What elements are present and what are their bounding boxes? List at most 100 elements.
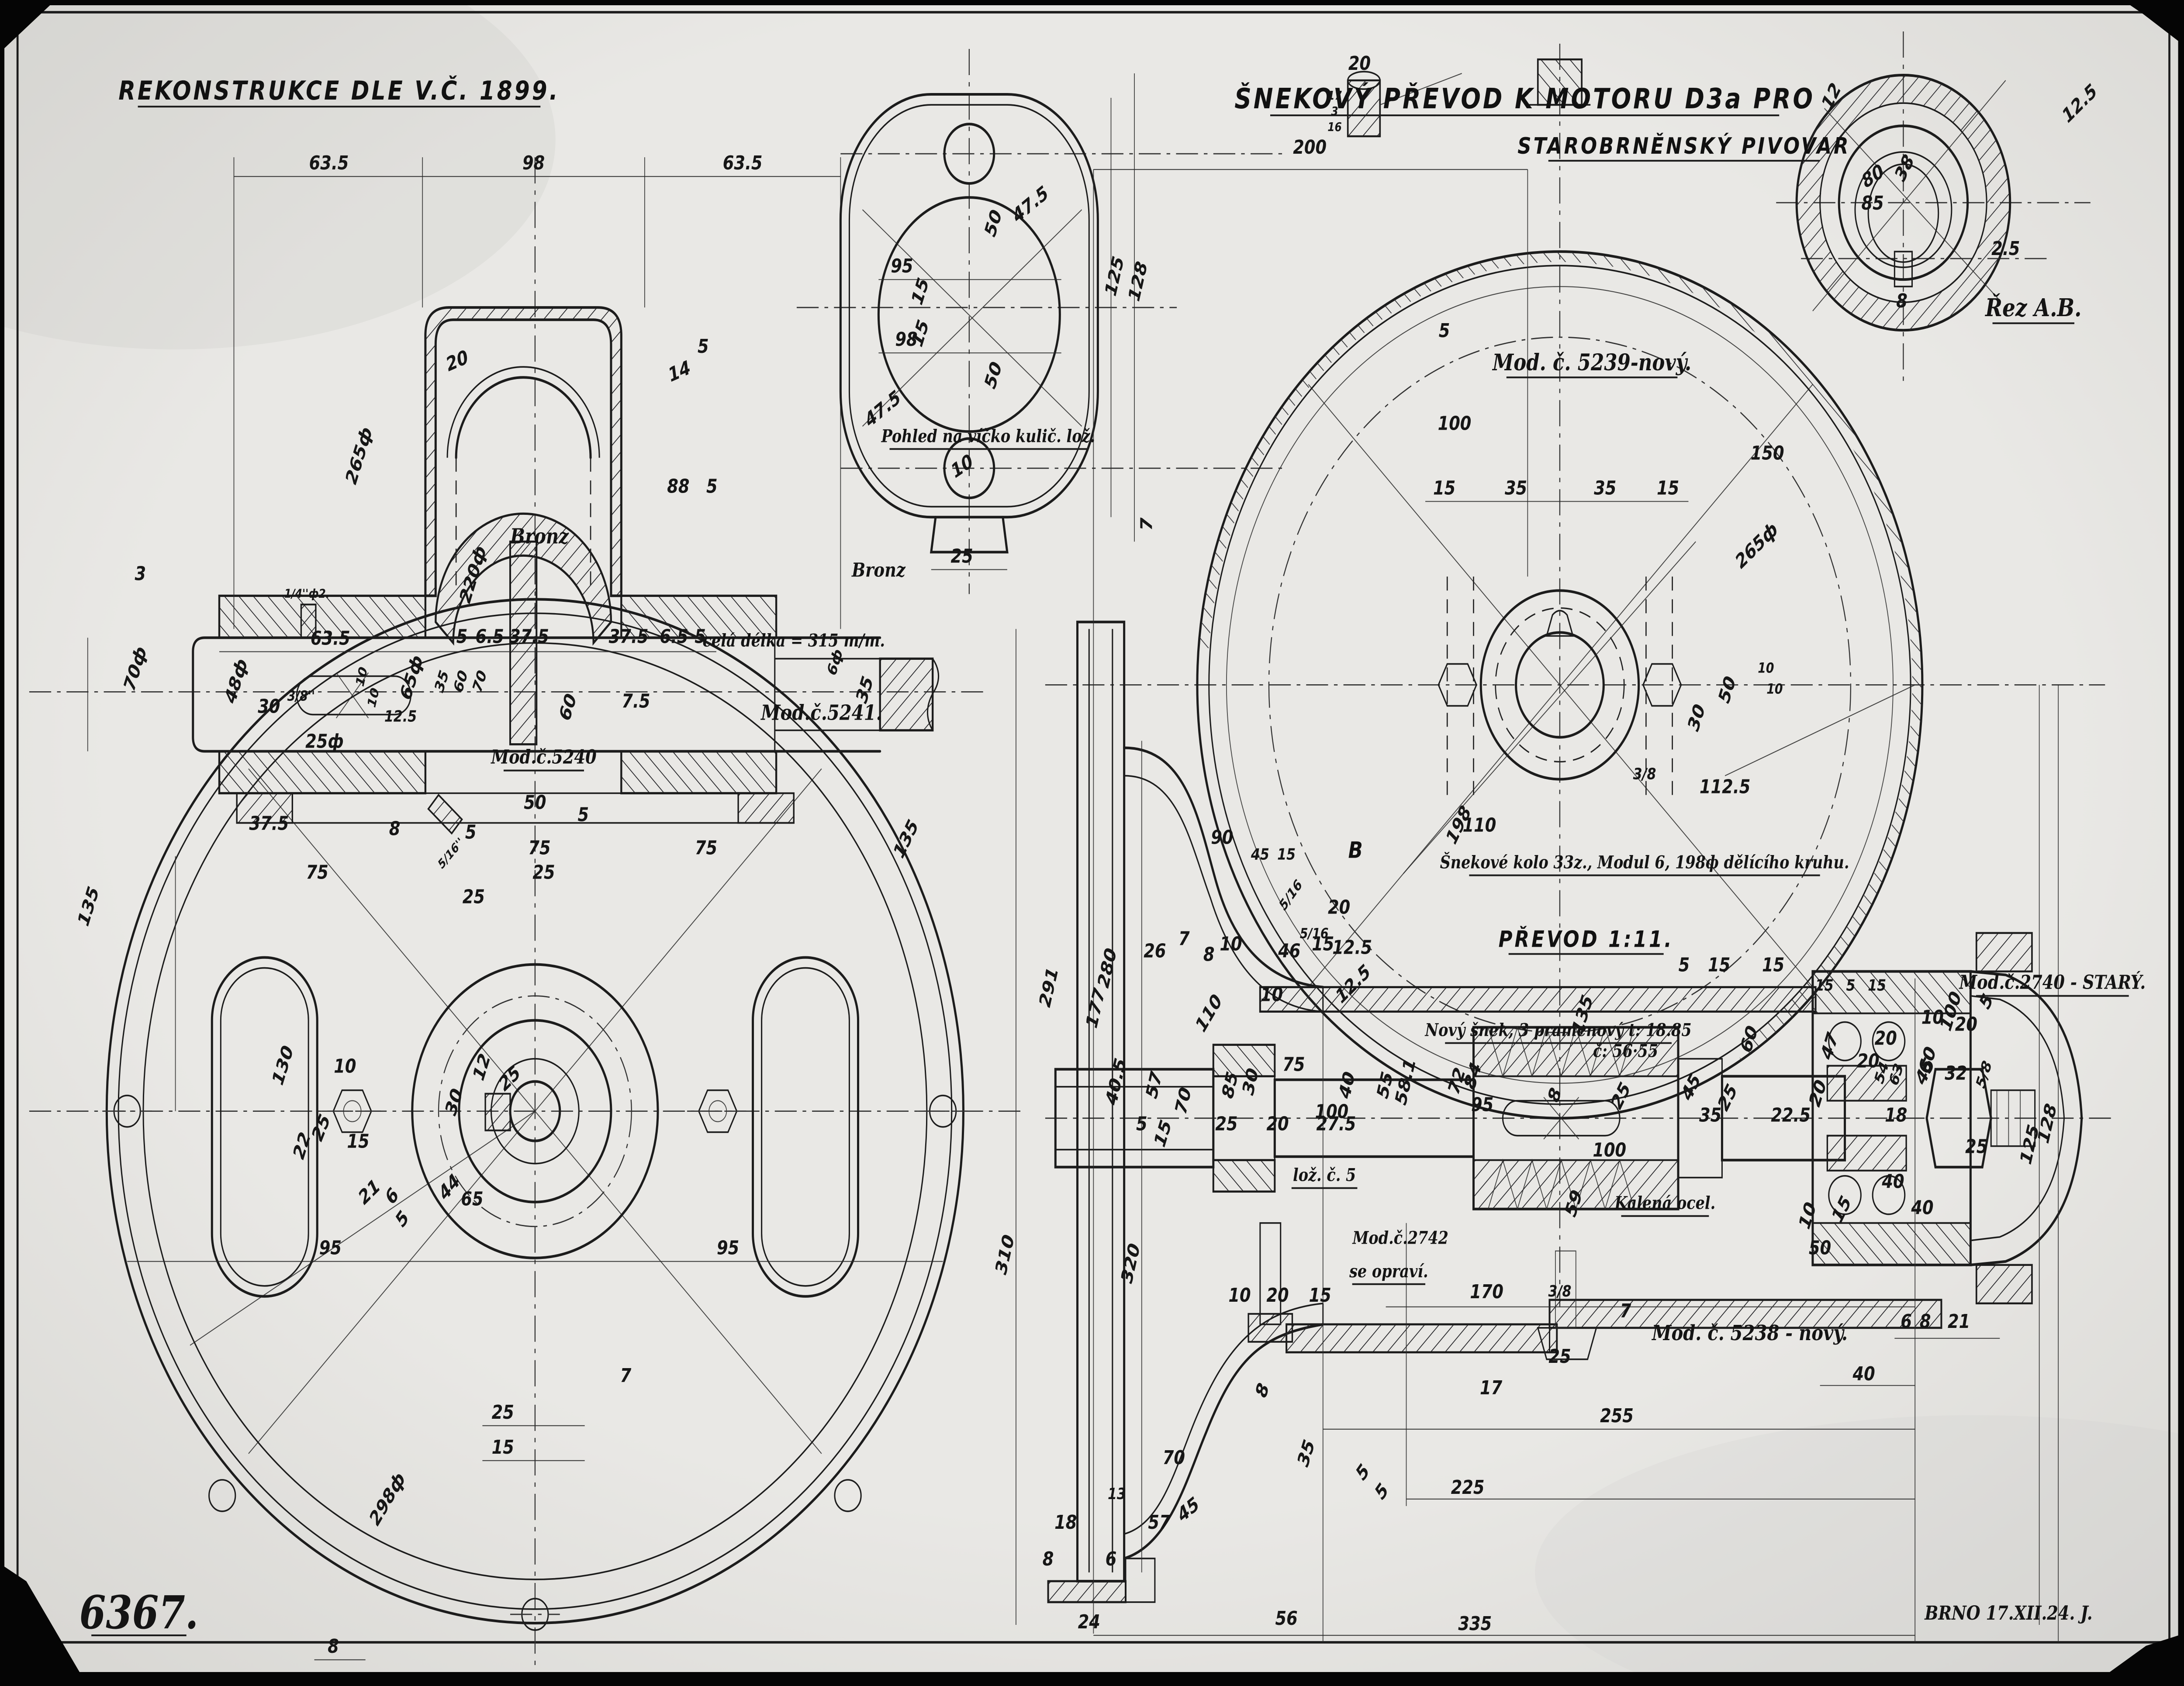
svg-text:6367.: 6367. xyxy=(79,1586,198,1639)
svg-text:Bronz: Bronz xyxy=(509,524,569,548)
svg-text:8: 8 xyxy=(1920,1310,1931,1333)
dimension-label: 6.5 xyxy=(476,625,504,648)
svg-text:100: 100 xyxy=(1315,1100,1348,1123)
section-b-mark: B xyxy=(1348,838,1363,864)
dimension-label: 15 xyxy=(1815,976,1834,994)
dimension-label: 1/4''ф2. xyxy=(284,586,330,601)
svg-text:5: 5 xyxy=(578,803,589,826)
svg-text:7: 7 xyxy=(1137,517,1156,531)
wheel-hub-front xyxy=(411,963,659,1259)
svg-text:STAROBRNĚNSKÝ PIVOVAR: STAROBRNĚNSKÝ PIVOVAR xyxy=(1517,132,1850,159)
svg-text:225: 225 xyxy=(1451,1476,1485,1499)
dimension-label: 7.5 xyxy=(622,690,650,712)
hex-bolt-right xyxy=(687,1089,749,1133)
dimension-label: 98 xyxy=(522,152,545,174)
length-note: celá délka = 315 m/m. xyxy=(703,630,885,651)
model-2742: Mod.č.2742 xyxy=(1352,1227,1448,1248)
svg-text:5: 5 xyxy=(465,821,477,843)
svg-text:1/4''ф2.: 1/4''ф2. xyxy=(284,586,330,601)
dimension-label: 35 xyxy=(1505,476,1527,499)
flange-bolt-holes xyxy=(102,1094,968,1631)
svg-text:75: 75 xyxy=(695,836,717,859)
dimension-label: 5 xyxy=(465,821,477,843)
dimension-label: 75 xyxy=(1282,1053,1305,1076)
dimension-label: 10 xyxy=(1261,983,1283,1006)
svg-text:25: 25 xyxy=(1215,1112,1237,1135)
svg-text:25: 25 xyxy=(1548,1345,1571,1368)
svg-text:25: 25 xyxy=(532,861,555,883)
dimension-label: 25 xyxy=(532,861,555,883)
svg-text:15: 15 xyxy=(1868,976,1886,994)
svg-text:40: 40 xyxy=(1911,1196,1933,1219)
dimension-label: 95 xyxy=(1471,1093,1493,1116)
svg-text:10: 10 xyxy=(1766,681,1783,697)
svg-text:15: 15 xyxy=(1433,476,1455,499)
dimension-label: 40 xyxy=(1881,1170,1904,1193)
dimension-label: 37.5 xyxy=(609,625,649,648)
dimension-label: 7 xyxy=(1178,927,1190,950)
svg-text:Mod.č.2742: Mod.č.2742 xyxy=(1352,1227,1448,1248)
svg-text:20: 20 xyxy=(1348,52,1371,75)
dimension-label: 75 xyxy=(306,861,328,883)
housing-slots xyxy=(211,956,860,1298)
dimension-label: 25 xyxy=(1965,1135,1987,1158)
svg-text:8: 8 xyxy=(389,817,401,840)
worm-shaft xyxy=(1054,1026,1846,1210)
svg-text:10: 10 xyxy=(1228,1284,1251,1307)
dimension-label: 5 xyxy=(698,335,709,358)
model-5241: Mod.č.5241. xyxy=(760,700,882,725)
dimension-label: 150 xyxy=(1751,441,1784,464)
dimension-label: 25 xyxy=(1548,1345,1571,1368)
bronz-note-2: Bronz xyxy=(851,559,905,581)
svg-text:98: 98 xyxy=(895,328,917,351)
svg-text:8: 8 xyxy=(1896,290,1908,312)
svg-text:20: 20 xyxy=(1955,1013,1977,1035)
dimension-label: 170 xyxy=(1470,1280,1503,1303)
svg-text:5: 5 xyxy=(1439,319,1450,342)
right-view-section xyxy=(1016,44,2117,1642)
svg-text:100: 100 xyxy=(1593,1138,1626,1161)
svg-text:10: 10 xyxy=(1758,660,1774,676)
svg-text:170: 170 xyxy=(1470,1280,1503,1303)
steel-note: Kalená ocel. xyxy=(1614,1193,1715,1217)
svg-text:50: 50 xyxy=(1809,1237,1831,1259)
svg-text:32: 32 xyxy=(1945,1062,1967,1084)
svg-text:8: 8 xyxy=(328,1635,339,1658)
svg-text:15: 15 xyxy=(1657,476,1679,499)
svg-text:75: 75 xyxy=(1282,1053,1305,1076)
dimension-label: 6.5 xyxy=(660,625,688,648)
svg-text:26: 26 xyxy=(1144,939,1166,962)
svg-text:3/8'': 3/8'' xyxy=(287,688,315,704)
title-main-line1: ŠNEKOVÝ PŘEVOD K MOTORU D3a PRO xyxy=(1234,82,1813,117)
dimension-label: 40 xyxy=(1911,1196,1933,1219)
hex-bolt-left xyxy=(321,1089,383,1133)
svg-text:20: 20 xyxy=(1857,1049,1879,1072)
grease-fitting xyxy=(1347,71,1462,138)
svg-text:45: 45 xyxy=(1251,845,1269,863)
dimension-label: 25 xyxy=(492,1401,514,1424)
dimension-label: 57 xyxy=(1148,1511,1171,1534)
dimension-label: 7 xyxy=(620,1364,632,1387)
svg-text:5: 5 xyxy=(1136,1112,1147,1135)
svg-text:3: 3 xyxy=(135,562,146,585)
dimension-label: 7 xyxy=(1137,517,1156,531)
svg-text:35: 35 xyxy=(1505,476,1527,499)
svg-text:Mod.č.5240: Mod.č.5240 xyxy=(490,745,596,768)
dimension-label: 5 xyxy=(456,625,468,648)
dimension-label: 5 xyxy=(1846,976,1855,994)
dimension-label: 12.5 xyxy=(384,707,417,725)
gear-note: Šnekové kolo 33z., Modul 6, 198ф dělícíh… xyxy=(1440,852,1849,876)
svg-text:2.5: 2.5 xyxy=(1991,237,2020,260)
cover-caption: Pohled na víčko kulič. lož. xyxy=(881,425,1095,450)
dimension-label: 6 xyxy=(1106,1548,1117,1570)
svg-text:6: 6 xyxy=(1901,1310,1912,1333)
svg-text:20: 20 xyxy=(1266,1112,1289,1135)
dimension-label: 15 xyxy=(1277,845,1296,863)
dimension-label: 75 xyxy=(695,836,717,859)
filler-plug xyxy=(1529,58,1591,106)
svg-text:85: 85 xyxy=(1862,192,1884,214)
dimension-label: 110 xyxy=(1462,814,1496,836)
model-5239: Mod. č. 5239-nový. xyxy=(1492,349,1691,379)
model-5240: Mod.č.5240 xyxy=(490,745,597,772)
svg-text:3/8: 3/8 xyxy=(1633,765,1656,783)
